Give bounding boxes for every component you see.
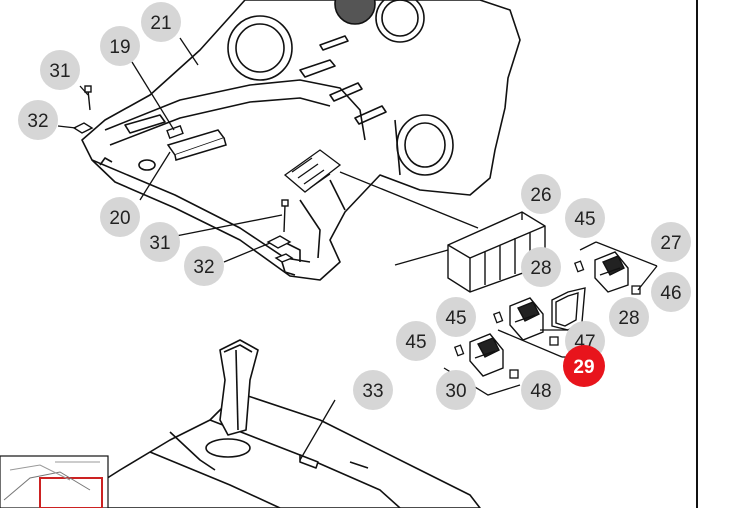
callout-31[interactable]: 31	[40, 50, 80, 90]
callout-27[interactable]: 27	[651, 222, 691, 262]
svg-text:19: 19	[109, 37, 130, 58]
callout-leaders	[57, 37, 283, 263]
svg-text:33: 33	[362, 381, 383, 402]
rocker-switch-top	[594, 251, 629, 293]
callout-45[interactable]: 45	[436, 297, 476, 337]
svg-text:32: 32	[27, 111, 48, 132]
lower-frame	[59, 394, 481, 508]
svg-text:29: 29	[573, 357, 594, 378]
svg-text:31: 31	[49, 61, 70, 82]
callout-28[interactable]: 28	[521, 247, 561, 287]
callout-46[interactable]: 46	[651, 272, 691, 312]
callout-32[interactable]: 32	[18, 100, 58, 140]
grab-handle	[166, 129, 227, 161]
leader-line	[299, 399, 336, 461]
callout-21[interactable]: 21	[141, 2, 181, 42]
svg-text:32: 32	[193, 257, 214, 278]
svg-text:30: 30	[445, 381, 466, 402]
callout-45[interactable]: 45	[396, 321, 436, 361]
small-screws	[453, 260, 585, 357]
inset-thumbnail	[0, 455, 109, 508]
callout-32[interactable]: 32	[184, 246, 224, 286]
callout-26[interactable]: 26	[521, 174, 561, 214]
svg-text:45: 45	[574, 209, 595, 230]
pillar	[219, 339, 259, 436]
svg-text:31: 31	[149, 233, 170, 254]
svg-text:45: 45	[405, 332, 426, 353]
callout-45[interactable]: 45	[565, 198, 605, 238]
callouts: 21 19 31 32 20 31 32 26	[18, 2, 691, 410]
callout-20[interactable]: 20	[100, 197, 140, 237]
roof-panel	[81, 0, 521, 281]
callout-48[interactable]: 48	[521, 370, 561, 410]
small-clips	[509, 285, 641, 379]
svg-text:20: 20	[109, 208, 130, 229]
svg-text:28: 28	[618, 308, 639, 329]
leader-line	[394, 249, 449, 266]
svg-text:48: 48	[530, 381, 551, 402]
rocker-switch-mid	[509, 297, 544, 341]
screw-left	[72, 85, 94, 134]
rocker-switch-low	[469, 333, 504, 377]
callout-30[interactable]: 30	[436, 370, 476, 410]
callout-28[interactable]: 28	[609, 297, 649, 337]
switch-panel-small	[283, 149, 342, 193]
svg-text:27: 27	[660, 233, 681, 254]
screw-right	[266, 199, 294, 263]
svg-text:21: 21	[150, 13, 171, 34]
svg-text:46: 46	[660, 283, 681, 304]
svg-text:45: 45	[445, 308, 466, 329]
svg-text:28: 28	[530, 258, 551, 279]
callout-33[interactable]: 33	[353, 370, 393, 410]
svg-text:26: 26	[530, 185, 551, 206]
callout-19[interactable]: 19	[100, 26, 140, 66]
callout-31[interactable]: 31	[140, 222, 180, 262]
callout-29-highlighted[interactable]: 29	[563, 345, 605, 387]
leader-line	[339, 171, 479, 229]
